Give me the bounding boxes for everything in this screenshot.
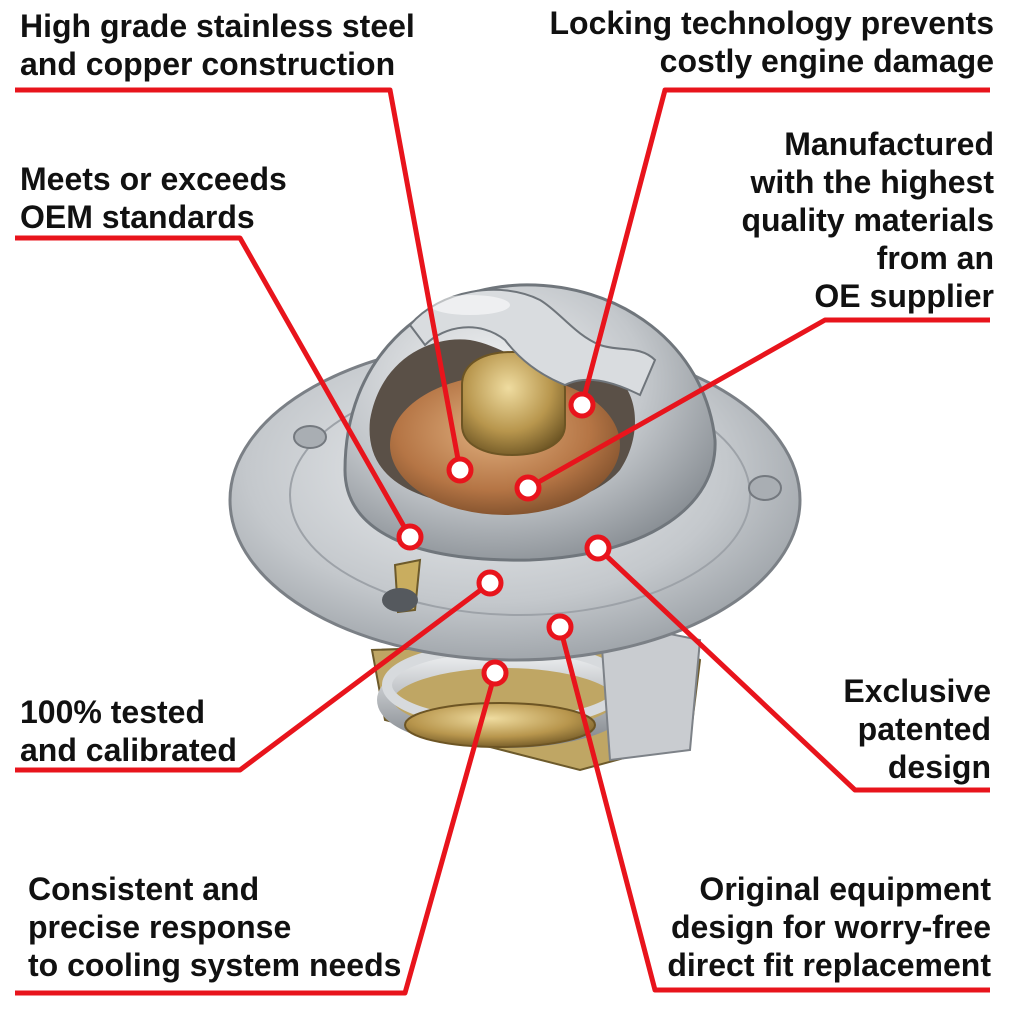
dot-exclusive bbox=[584, 534, 612, 562]
rivet bbox=[748, 475, 782, 501]
rivet bbox=[293, 425, 327, 449]
dot-oem bbox=[396, 523, 424, 551]
leader-manufactured bbox=[526, 317, 990, 491]
leader-oem bbox=[15, 235, 413, 539]
label-original: Original equipment design for worry-free… bbox=[667, 871, 991, 983]
callout-lines bbox=[15, 87, 990, 996]
leader-consistent bbox=[15, 672, 498, 996]
dot-locking bbox=[568, 391, 596, 419]
label-exclusive: Exclusive patented design bbox=[843, 673, 991, 785]
label-stainless: High grade stainless steel and copper co… bbox=[20, 8, 415, 82]
dome-highlight bbox=[430, 295, 510, 315]
dot-stainless bbox=[446, 456, 474, 484]
brass-piston bbox=[461, 350, 566, 457]
label-consistent: Consistent and precise response to cooli… bbox=[28, 871, 402, 983]
leader-tested bbox=[15, 580, 492, 773]
label-tested: 100% tested and calibrated bbox=[20, 694, 237, 768]
label-oem: Meets or exceeds OEM standards bbox=[20, 161, 287, 235]
thermostat-illustration bbox=[228, 283, 802, 772]
leader-locking bbox=[579, 87, 990, 406]
label-locking: Locking technology prevents costly engin… bbox=[549, 5, 994, 79]
label-manufactured: Manufactured with the highest quality ma… bbox=[741, 126, 994, 314]
dot-original bbox=[546, 613, 574, 641]
jiggle-pin-hole bbox=[382, 588, 418, 612]
dot-consistent bbox=[481, 659, 509, 687]
dot-manufactured bbox=[514, 474, 542, 502]
brass-disc bbox=[404, 702, 596, 748]
leader-exclusive bbox=[596, 546, 990, 793]
leader-original bbox=[557, 626, 990, 993]
leader-stainless bbox=[15, 87, 463, 471]
dot-tested bbox=[476, 569, 504, 597]
